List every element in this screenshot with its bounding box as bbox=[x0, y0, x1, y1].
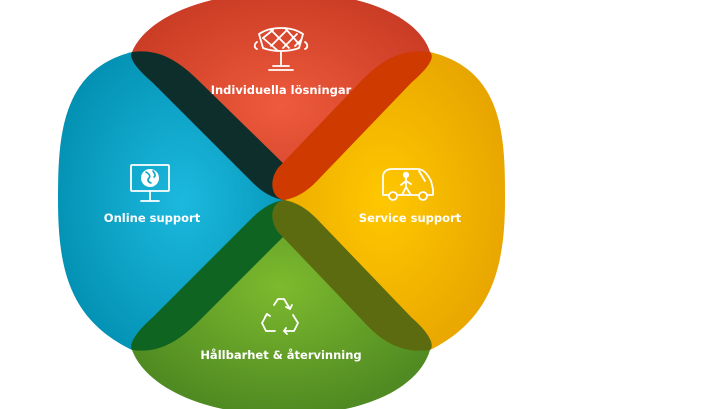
overlaps bbox=[131, 51, 432, 351]
chair-icon bbox=[253, 27, 309, 71]
petal-top-label: Individuella lösningar bbox=[211, 83, 352, 97]
petal-top[interactable] bbox=[132, 0, 430, 200]
overlap-bottom-left bbox=[131, 200, 296, 351]
overlap-top-left bbox=[131, 51, 296, 200]
overlap-bottom-right bbox=[272, 200, 432, 351]
overlap-top-right bbox=[272, 51, 432, 201]
petal-bottom-label: Hållbarhet & återvinning bbox=[200, 348, 361, 362]
petal-right-label: Service support bbox=[359, 211, 462, 225]
petals bbox=[58, 0, 505, 409]
petal-bottom[interactable] bbox=[132, 200, 430, 409]
recycle-icon bbox=[261, 298, 299, 335]
petal-right[interactable] bbox=[284, 52, 505, 350]
petal-left[interactable] bbox=[58, 52, 284, 350]
petal-left-label: Online support bbox=[104, 211, 201, 225]
service-van-icon bbox=[382, 168, 434, 201]
monitor-globe-icon bbox=[130, 164, 170, 202]
